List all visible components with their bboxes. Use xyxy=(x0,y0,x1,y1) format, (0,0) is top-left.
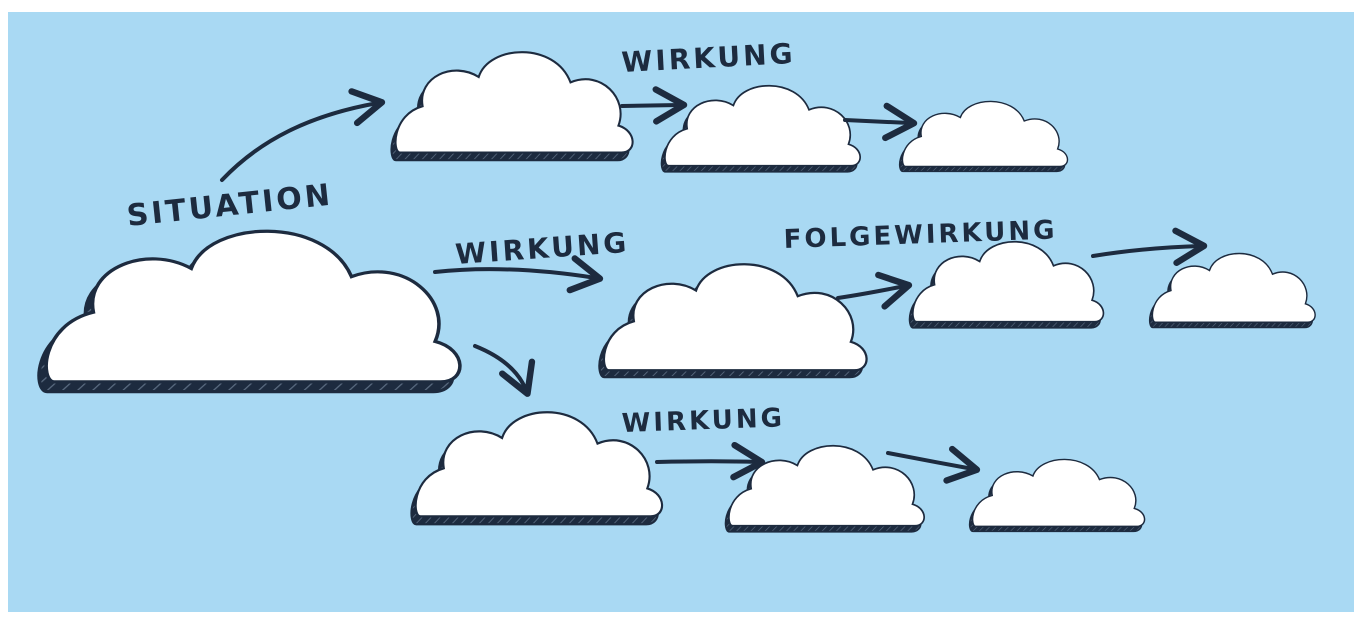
arrow-situation-to-middle xyxy=(433,255,604,294)
arrow-middle-2-to-3 xyxy=(1091,227,1208,266)
arrow-bottom-1-to-2 xyxy=(655,441,766,481)
arrow-top-2-to-3 xyxy=(843,102,918,142)
arrow-situation-to-bottom xyxy=(473,344,536,397)
arrow-middle-1-to-2 xyxy=(836,271,913,310)
arrow-situation-to-top xyxy=(220,88,386,182)
arrow-bottom-2-to-3 xyxy=(886,445,981,484)
arrow-top-1-to-2 xyxy=(620,86,688,125)
effect-label-bottom: WIRKUNG xyxy=(621,403,785,439)
